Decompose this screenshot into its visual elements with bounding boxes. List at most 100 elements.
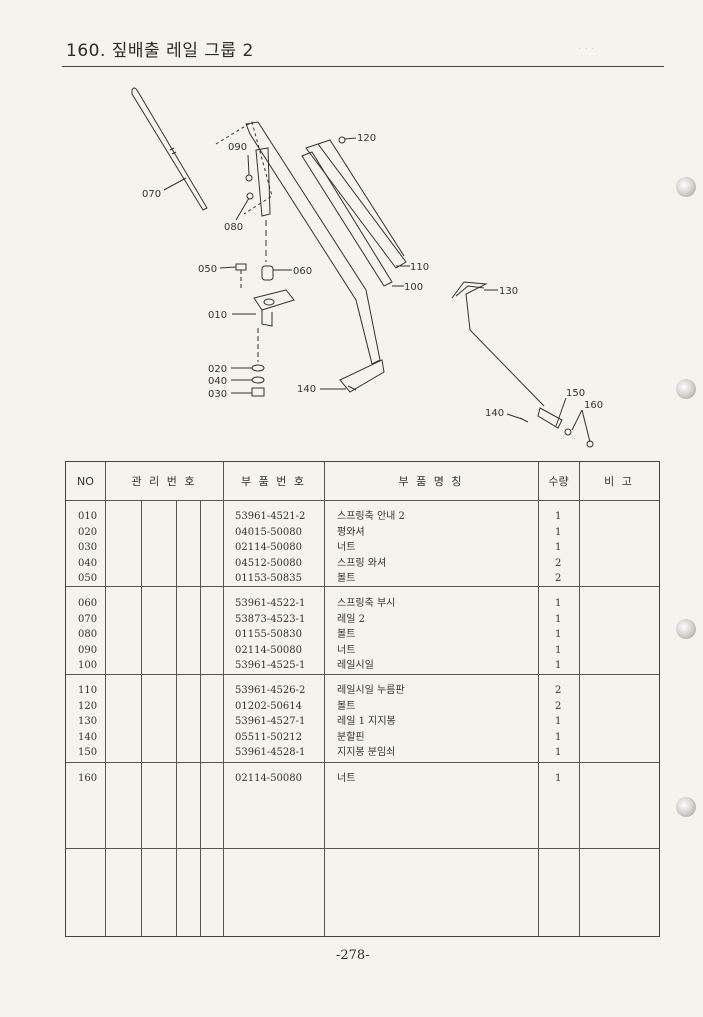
cell-qty: 1 [555, 660, 562, 671]
cell-part-no: 01153-50835 [235, 573, 303, 584]
cell-part-no: 53961-4528-1 [235, 747, 306, 758]
header-remarks: 비 고 [604, 475, 634, 488]
cell-qty: 1 [555, 542, 562, 553]
callout-010: 010 [208, 310, 227, 321]
cell-name: 볼트 [337, 629, 356, 640]
cell-qty: 1 [555, 526, 562, 538]
cell-qty: 2 [555, 557, 562, 569]
binder-hole [676, 797, 696, 817]
callout-140-right: 140 [485, 408, 504, 419]
cell-name: 스프링축 부시 [337, 598, 396, 609]
cell-part-no: 02114-50080 [235, 644, 303, 656]
page-number: -278- [336, 948, 370, 963]
callout-100: 100 [404, 282, 423, 293]
cell-part-no: 53961-4522-1 [235, 598, 306, 609]
cell-no: 060 [78, 598, 98, 609]
rail-support-rod-drawing [451, 281, 545, 407]
cell-no: 020 [78, 526, 98, 538]
cell-part-no: 05511-50212 [235, 731, 303, 743]
callout-140-left: 140 [297, 384, 316, 395]
cell-name: 너트 [337, 644, 356, 656]
cell-qty: 1 [555, 773, 562, 784]
cell-name: 분할핀 [337, 731, 365, 743]
callout-070: 070 [142, 189, 161, 200]
spring-shaft-guide-drawing [253, 289, 295, 327]
callout-060: 060 [293, 266, 312, 277]
seal-press-plate-drawing [301, 139, 407, 287]
callout-150: 150 [566, 388, 585, 399]
cell-no: 030 [78, 542, 98, 553]
callout-160: 160 [584, 400, 603, 411]
cell-part-no: 02114-50080 [235, 773, 303, 784]
header-part-number: 부 품 번 호 [241, 475, 306, 488]
cell-part-no: 01202-50614 [235, 700, 303, 712]
cell-name: 지지봉 분임쇠 [337, 747, 396, 758]
faint-header-mark: · · · [578, 44, 594, 55]
binder-hole [676, 177, 696, 197]
cell-name: 레일 1 지지봉 [337, 716, 396, 727]
cell-no: 080 [78, 629, 98, 640]
cell-qty: 1 [555, 613, 562, 625]
callout-110: 110 [410, 262, 429, 273]
cell-no: 100 [78, 660, 98, 671]
cell-no: 130 [78, 716, 98, 727]
cell-no: 110 [78, 685, 98, 696]
callout-080: 080 [224, 222, 243, 233]
callout-020: 020 [208, 364, 227, 375]
cell-part-no: 02114-50080 [235, 542, 303, 553]
cell-no: 120 [78, 700, 98, 712]
cell-no: 010 [78, 511, 98, 522]
cell-part-no: 53961-4527-1 [235, 716, 306, 727]
cell-part-no: 53961-4525-1 [235, 660, 306, 671]
callout-130: 130 [499, 286, 518, 297]
header-management-number: 관 리 번 호 [131, 475, 197, 488]
cell-no: 160 [78, 773, 98, 784]
callout-050: 050 [198, 264, 217, 275]
cell-part-no: 04512-50080 [235, 557, 303, 569]
binder-hole [676, 619, 696, 639]
rail-2-drawing [131, 87, 208, 211]
cell-no: 050 [78, 573, 98, 584]
callout-040: 040 [208, 376, 227, 387]
cell-qty: 1 [555, 629, 562, 640]
cell-no: 140 [78, 731, 98, 743]
cell-part-no: 53873-4523-1 [235, 613, 306, 625]
parts-table: NO 관 리 번 호 부 품 번 호 부 품 명 칭 수량 비 고 010 539… [65, 461, 660, 937]
cell-name: 너트 [337, 773, 356, 784]
cell-qty: 2 [555, 700, 562, 712]
cell-no: 070 [78, 613, 98, 625]
cell-qty: 1 [555, 716, 562, 727]
cell-no: 090 [78, 644, 98, 656]
header-quantity: 수량 [548, 475, 569, 488]
cell-qty: 1 [555, 747, 562, 758]
title-rule [62, 66, 664, 67]
cell-name: 평와셔 [337, 526, 365, 538]
callout-030: 030 [208, 389, 227, 400]
page-title: 160. 짚배출 레일 그룹 2 [66, 41, 254, 61]
cell-qty: 2 [555, 573, 562, 584]
callout-090: 090 [228, 142, 247, 153]
cell-no: 150 [78, 747, 98, 758]
cell-qty: 1 [555, 598, 562, 609]
cell-name: 스프링축 안내 2 [337, 511, 405, 522]
cell-qty: 1 [555, 731, 562, 743]
binder-hole [676, 379, 696, 399]
cell-part-no: 04015-50080 [235, 526, 303, 538]
cell-name: 레일시일 [337, 660, 374, 671]
header-no: NO [77, 474, 94, 488]
cell-qty: 2 [555, 685, 562, 696]
cell-name: 너트 [337, 542, 356, 553]
cell-name: 레일시일 누름판 [337, 685, 405, 696]
cell-qty: 1 [555, 511, 562, 522]
cell-part-no: 53961-4521-2 [235, 511, 306, 522]
header-part-name: 부 품 명 칭 [398, 475, 464, 488]
callout-120: 120 [357, 133, 376, 144]
cell-no: 040 [78, 557, 98, 569]
cell-name: 레일 2 [337, 613, 365, 625]
exploded-parts-diagram: 070 090 080 050 060 010 020 040 030 120 … [131, 87, 603, 448]
cell-qty: 1 [555, 644, 562, 656]
cell-name: 볼트 [337, 700, 356, 712]
cell-part-no: 01155-50830 [235, 629, 303, 640]
cell-part-no: 53961-4526-2 [235, 685, 306, 696]
cell-name: 볼트 [337, 573, 356, 584]
